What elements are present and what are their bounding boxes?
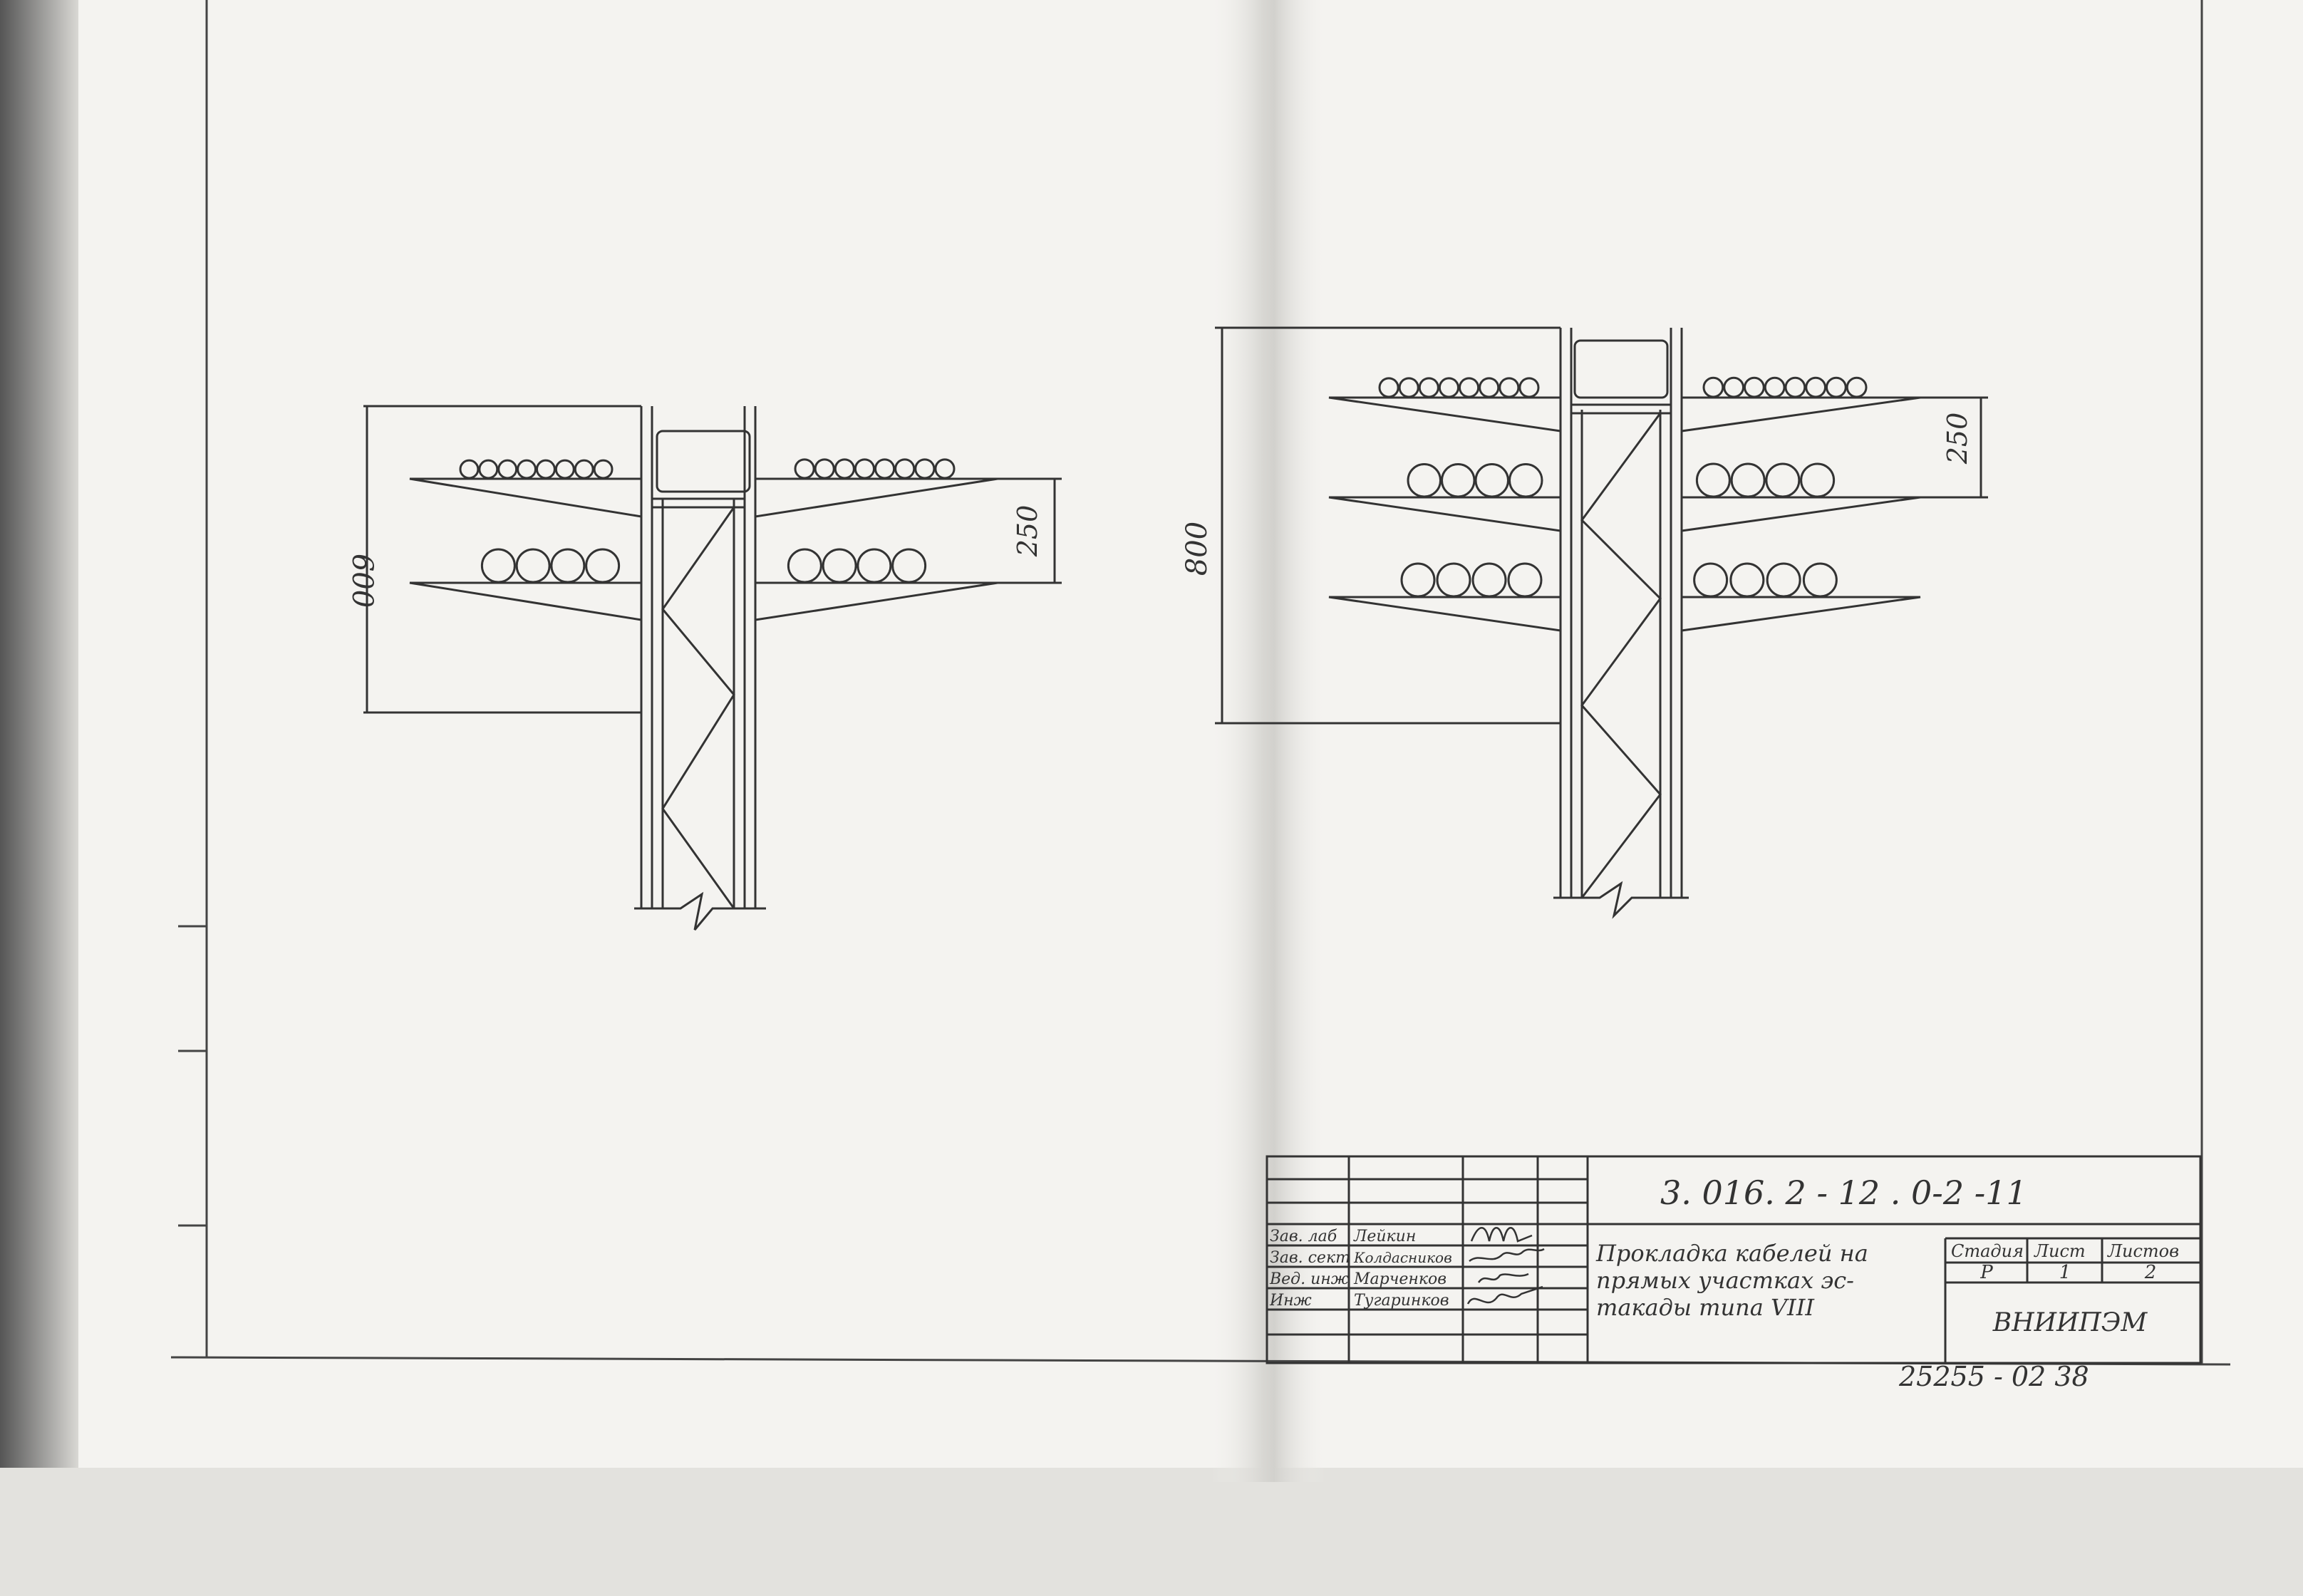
right-middle-left-cable [1441, 463, 1476, 498]
right-upper-right-cable [1805, 376, 1826, 398]
left-upper-left-cable [574, 459, 594, 480]
stage-value: Р [1979, 1262, 1993, 1283]
right-middle-right-cable [1695, 462, 1731, 498]
right-upper-left-cable [1459, 377, 1480, 398]
right-middle-left-cable [1407, 463, 1442, 498]
right-upper-right-cable [1723, 376, 1744, 398]
sheet-header: Лист [2034, 1241, 2086, 1261]
left-upper-left-cable [554, 459, 575, 480]
left-lower-left-cable [480, 548, 516, 584]
right-estacade-drawing [1215, 326, 1988, 919]
right-upper-right-cable [1826, 376, 1847, 398]
stage-header: Стадия [1951, 1241, 2024, 1261]
left-lower-left-cable [585, 548, 621, 584]
doc-title-line1: Прокладка кабелей на [1595, 1240, 1868, 1267]
left-upper-left-cable [593, 459, 614, 480]
right-middle-right-cable [1730, 462, 1766, 498]
doc-code: 3. 016. 2 - 12 . 0-2 -11 [1660, 1173, 2027, 1212]
left-upper-right-cable [934, 458, 956, 480]
left-upper-right-cable [874, 458, 896, 480]
left-upper-right-cable [794, 458, 815, 480]
left-upper-left-cable [517, 459, 537, 480]
right-upper-left-cable [1398, 377, 1419, 398]
left-upper-left-cable [478, 459, 499, 480]
left-lower-left-cable [515, 548, 551, 584]
left-upper-left-cable [459, 459, 480, 480]
name-1: Лейкин [1353, 1228, 1416, 1245]
right-height-dim-label: 800 [1181, 522, 1213, 576]
sheets-value: 2 [2144, 1262, 2157, 1283]
organization: ВНИИПЭМ [1992, 1308, 2148, 1337]
right-spacing-dim-label: 250 [1942, 413, 1973, 465]
left-lower-right-cable [822, 548, 857, 584]
left-upper-right-cable [814, 458, 835, 480]
sheet-value: 1 [2059, 1262, 2071, 1283]
right-cables [1378, 376, 1868, 598]
right-lower-right-cable [1693, 562, 1729, 598]
right-upper-right-cable [1764, 376, 1786, 398]
doc-title-line3: такады типа VIII [1596, 1294, 1815, 1321]
left-upper-left-cable [536, 459, 556, 480]
right-middle-left-cable [1508, 463, 1543, 498]
left-spacing-dim-label: 250 [1012, 505, 1043, 558]
role-2: Зав. сект [1270, 1249, 1350, 1267]
title-block [1266, 1155, 2202, 1364]
sheets-header: Листов [2107, 1241, 2179, 1261]
archive-number: 25255 - 02 38 [1898, 1361, 2089, 1392]
left-cables [459, 458, 956, 584]
left-upper-right-cable [854, 458, 875, 480]
name-3: Марченков [1353, 1270, 1447, 1288]
left-upper-right-cable [914, 458, 936, 480]
left-lower-right-cable [891, 548, 927, 584]
right-lower-right-cable [1729, 562, 1765, 598]
right-upper-left-cable [1418, 377, 1439, 398]
role-4: Инж [1269, 1292, 1312, 1310]
page-left-shadow [0, 0, 78, 1482]
right-upper-right-cable [1846, 376, 1868, 398]
right-upper-left-cable [1479, 377, 1500, 398]
right-middle-right-cable [1765, 462, 1801, 498]
right-upper-right-cable [1702, 376, 1724, 398]
role-3: Вед. инж [1269, 1270, 1349, 1288]
right-lower-left-cable [1436, 562, 1471, 598]
left-estacade-drawing [363, 405, 1062, 931]
right-middle-left-cable [1474, 463, 1509, 498]
right-lower-right-cable [1802, 562, 1838, 598]
right-middle-right-cable [1800, 462, 1836, 498]
right-lower-left-cable [1507, 562, 1543, 598]
handwritten-signatures [1466, 1227, 1545, 1305]
left-upper-right-cable [834, 458, 855, 480]
left-lower-right-cable [787, 548, 822, 584]
right-lower-left-cable [1471, 562, 1507, 598]
right-lower-right-cable [1766, 562, 1801, 598]
right-upper-left-cable [1499, 377, 1520, 398]
binding-spine [1211, 0, 1325, 1482]
role-1: Зав. лаб [1270, 1228, 1337, 1245]
left-upper-left-cable [497, 459, 518, 480]
right-upper-right-cable [1784, 376, 1806, 398]
right-upper-right-cable [1744, 376, 1765, 398]
right-lower-left-cable [1400, 562, 1436, 598]
name-2: Колдасников [1353, 1249, 1452, 1266]
right-upper-left-cable [1438, 377, 1459, 398]
right-upper-left-cable [1518, 377, 1540, 398]
page-bottom-margin [0, 1468, 2303, 1596]
left-height-dim-label: 600 [346, 554, 378, 608]
doc-title-line2: прямых участках эс- [1596, 1267, 1854, 1294]
right-upper-left-cable [1378, 377, 1399, 398]
left-lower-left-cable [550, 548, 586, 584]
name-4: Тугаринков [1354, 1292, 1449, 1310]
left-upper-right-cable [894, 458, 916, 480]
left-lower-right-cable [856, 548, 892, 584]
